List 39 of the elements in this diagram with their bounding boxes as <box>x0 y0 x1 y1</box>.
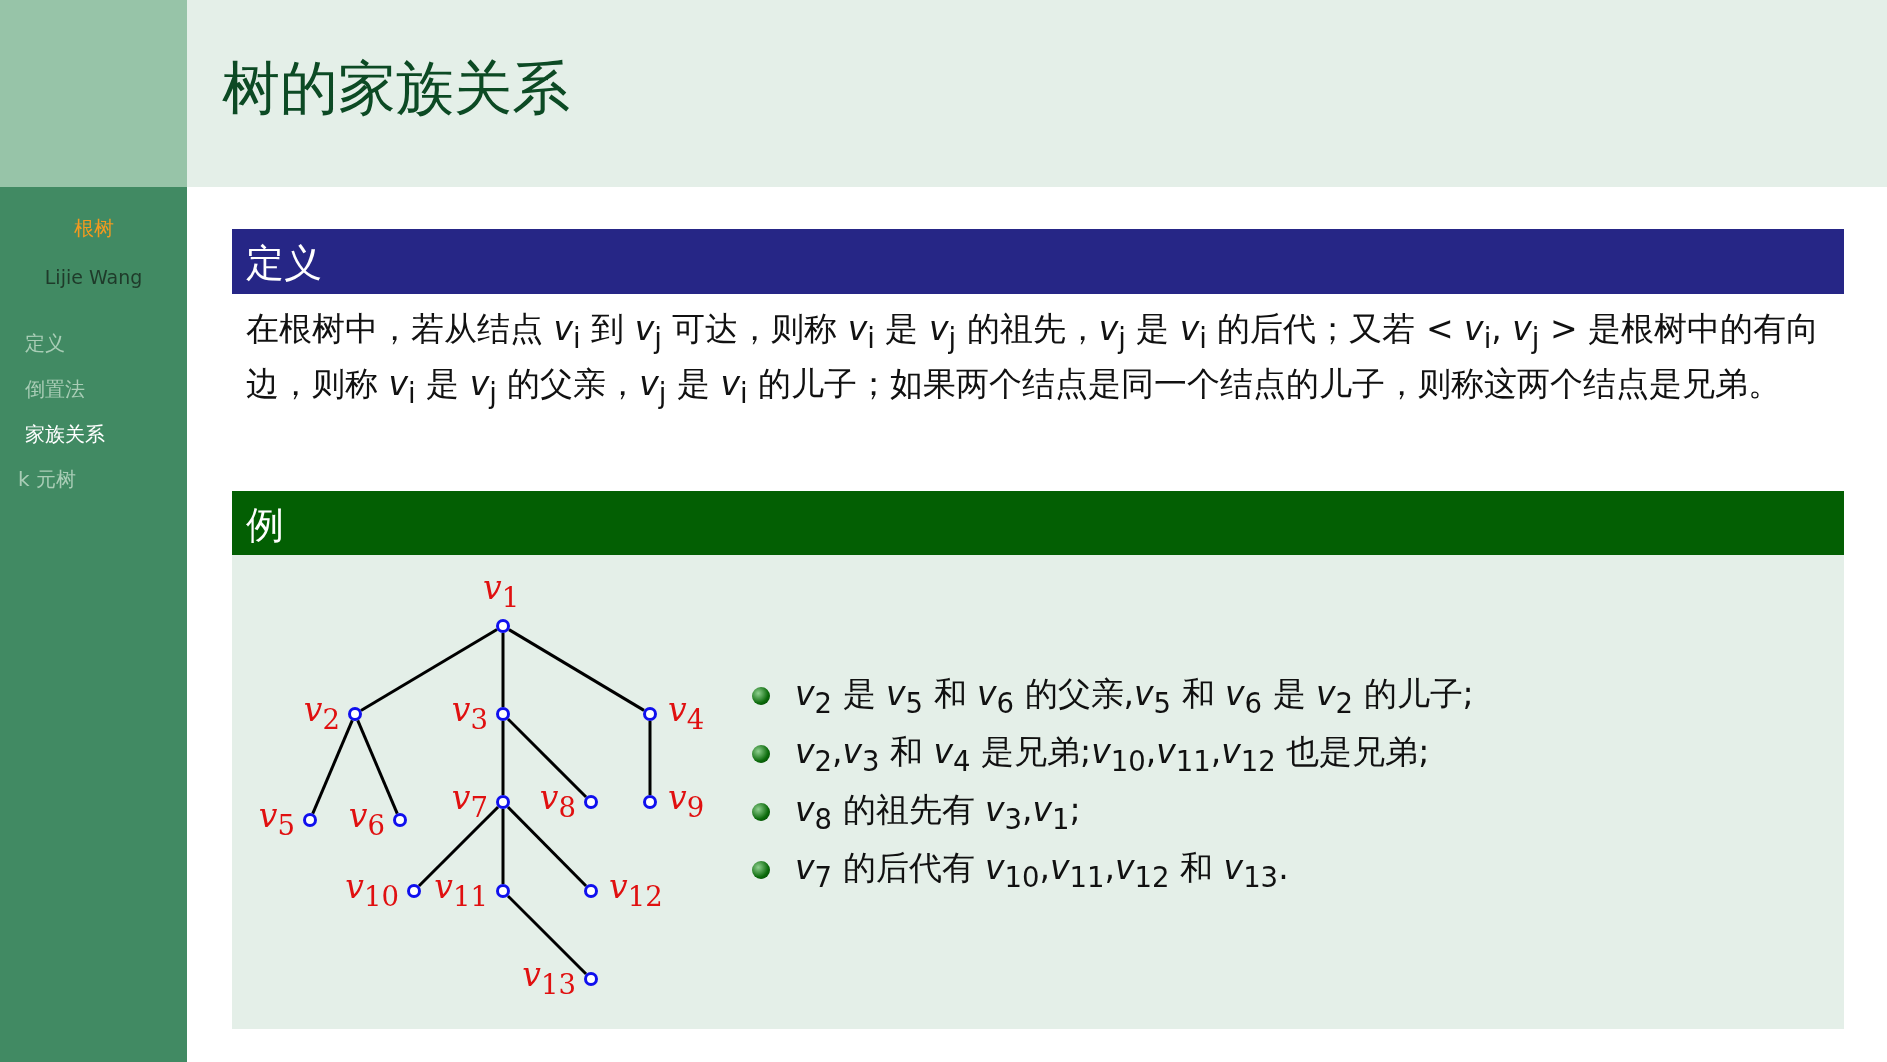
node-label: v$_{5}$ <box>258 796 295 841</box>
bullet-text: v$_{2}$,v$_{3}$ 和 v$_{4}$ 是兄弟;v$_{10}$,v$_{11}$,v$_{12}$ 也是兄弟; <box>795 731 1430 777</box>
node-label: v$_{11}$ <box>434 867 488 912</box>
tree-edge <box>501 809 505 884</box>
node-label: v$_{10}$ <box>345 867 399 912</box>
node-label: v$_{1}$ <box>483 568 520 613</box>
tree-edge <box>506 805 588 888</box>
tree-edge <box>311 719 354 815</box>
nav-item: 家族关系 <box>25 421 105 448</box>
bullet-text: v$_{7}$ 的后代有 v$_{10}$,v$_{11}$,v$_{12}$ 和 v$_{13}$. <box>795 847 1289 893</box>
tree-edge <box>506 717 588 799</box>
tree-edge <box>648 721 652 795</box>
tree-edge <box>508 628 645 712</box>
tree-edge <box>360 628 498 712</box>
block-title: 例 <box>246 502 284 549</box>
author-name: Lijie Wang <box>43 266 144 288</box>
tree-edge <box>501 721 505 795</box>
node-label: v$_{3}$ <box>451 690 488 735</box>
nav-item: 定义 <box>25 330 65 357</box>
bullet-text: v$_{2}$ 是 v$_{5}$ 和 v$_{6}$ 的父亲,v$_{5}$ 和 v$_{6}$ 是 v$_{2}$ 的儿子; <box>795 673 1474 719</box>
slide-title: 树的家族关系 <box>222 53 570 124</box>
bullet-text: v$_{8}$ 的祖先有 v$_{3}$,v$_{1}$; <box>795 789 1081 835</box>
node-label: v$_{9}$ <box>668 778 705 823</box>
definition-text: 在根树中，若从结点 v$_{i}$ 到 v$_{j}$ 可达，则称 v$_{i}$ 是 v$_{j}$ 的祖先，v$_{j}$ 是 v$_{i}$ 的后代；又若 < v$_{i}$, v$_{j}$ > 是根树中的有向边，则称 v$_{i}$ 是 v$_{j}$ 的父亲，v$_{j}$ 是 v$_{i}$ 的儿子；如果两个结点是同一个结点的儿子，则称这两个结点是兄弟。 <box>246 308 1821 411</box>
node-label: v$_{12}$ <box>609 867 663 912</box>
node-label: v$_{4}$ <box>668 690 705 735</box>
node-label: v$_{2}$ <box>303 690 340 735</box>
node-label: v$_{6}$ <box>348 796 385 841</box>
node-label: v$_{8}$ <box>539 778 576 823</box>
nav-item: k 元树 <box>18 466 76 493</box>
node-label: v$_{13}$ <box>522 955 576 1000</box>
tree-edge <box>501 633 505 707</box>
sidebar-heading: 根树 <box>72 215 115 242</box>
tree-edge <box>417 805 500 888</box>
node-label: v$_{7}$ <box>451 778 488 823</box>
block-title: 定义 <box>246 240 322 287</box>
nav-item: 倒置法 <box>25 376 85 403</box>
tree-edge <box>356 719 399 815</box>
tree-edge <box>506 894 588 976</box>
